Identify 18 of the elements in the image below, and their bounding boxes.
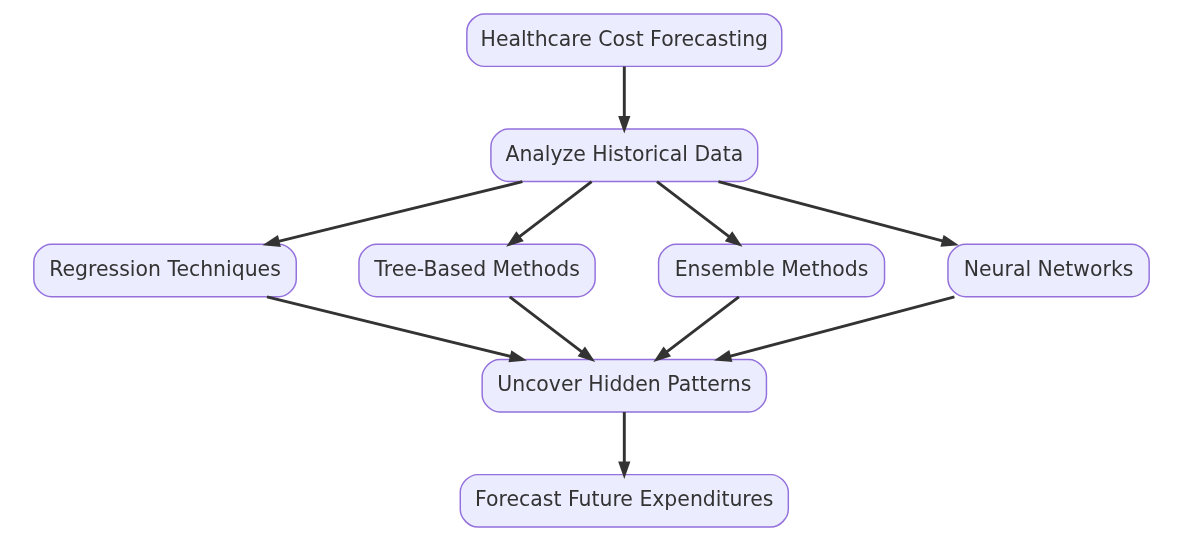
arrow: [505, 180, 592, 247]
arrow: [266, 295, 527, 363]
node-box: Regression Techniques: [32, 243, 297, 298]
arrow: [261, 180, 523, 248]
node-box: Neural Networks: [946, 243, 1150, 298]
node-box: Analyze Historical Data: [489, 128, 758, 183]
node-box: Forecast Future Expenditures: [459, 473, 789, 528]
node-box: Tree-Based Methods: [357, 243, 596, 298]
node-box: Uncover Hidden Patterns: [480, 358, 767, 413]
node-box: Ensemble Methods: [657, 243, 885, 298]
arrow: [508, 295, 595, 363]
arrow: [617, 412, 630, 479]
arrow: [617, 66, 630, 134]
arrow: [652, 295, 740, 363]
arrow: [713, 295, 955, 362]
arrow: [655, 180, 742, 247]
arrow: [717, 180, 959, 247]
node-box: Healthcare Cost Forecasting: [465, 13, 782, 68]
